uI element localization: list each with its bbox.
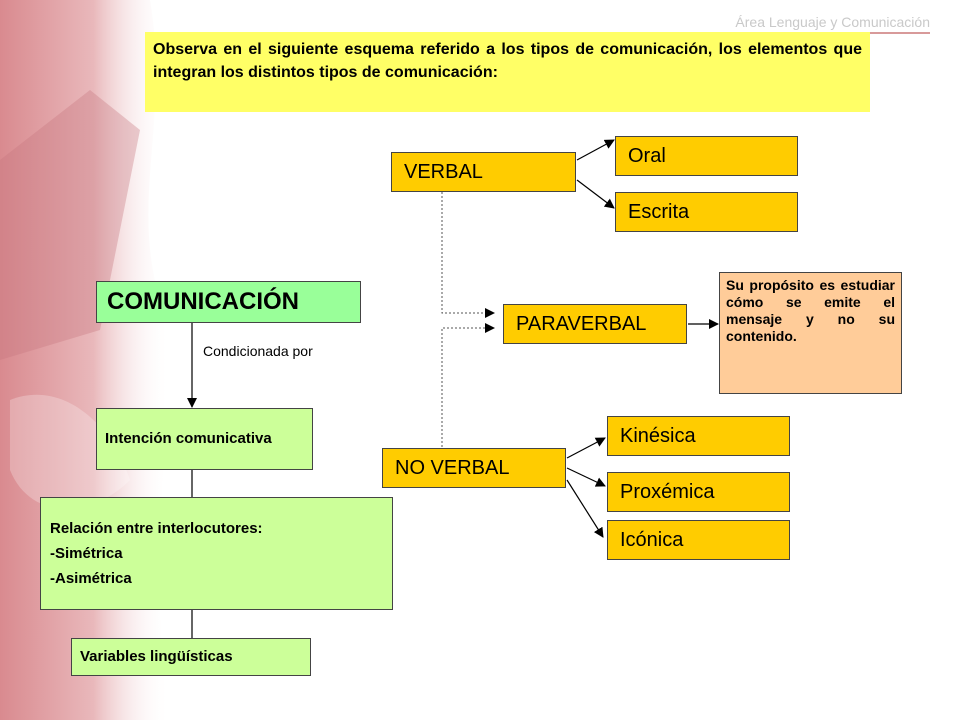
node-iconica: Icónica	[607, 520, 790, 560]
relacion-title: Relación entre interlocutores:	[50, 520, 263, 537]
paraverbal-note: Su propósito es estudiar cómo se emite e…	[719, 272, 902, 394]
node-relacion: Relación entre interlocutores: -Simétric…	[40, 497, 393, 610]
arrow-noverbal-proxemica	[566, 467, 606, 487]
intro-instructions: Observa en el siguiente esquema referido…	[145, 32, 870, 112]
node-kinesica: Kinésica	[607, 416, 790, 456]
root-node-comunicacion: COMUNICACIÓN	[96, 281, 361, 323]
node-proxemica: Proxémica	[607, 472, 790, 512]
node-oral: Oral	[615, 136, 798, 176]
arrow-noverbal-iconica	[566, 479, 604, 538]
node-paraverbal: PARAVERBAL	[503, 304, 687, 344]
node-variables: Variables lingüísticas	[71, 638, 311, 676]
node-intencion: Intención comunicativa	[96, 408, 313, 470]
node-escrita: Escrita	[615, 192, 798, 232]
node-no-verbal: NO VERBAL	[382, 448, 566, 488]
arrow-noverbal-kinesica	[566, 437, 606, 459]
relacion-item-asimetrica: -Asimétrica	[50, 570, 132, 587]
relacion-item-simetrica: -Simétrica	[50, 545, 123, 562]
arrow-verbal-oral	[576, 139, 615, 161]
condition-label: Condicionada por	[203, 343, 313, 359]
dotted-verbal-paraverbal	[441, 192, 495, 318]
arrow-verbal-escrita	[576, 179, 615, 209]
node-verbal: VERBAL	[391, 152, 576, 192]
dotted-noverbal-paraverbal	[441, 323, 495, 447]
